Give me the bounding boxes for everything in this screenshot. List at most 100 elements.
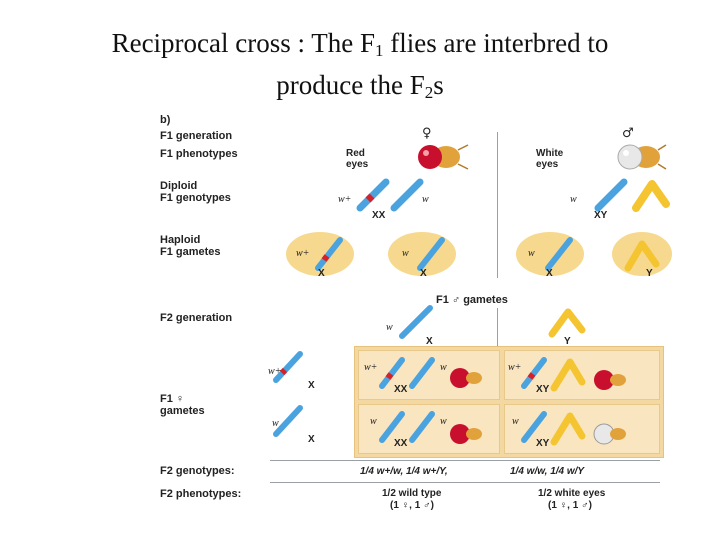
white-eyes-label-2: eyes <box>536 159 559 170</box>
allele-label: w+ <box>364 362 378 373</box>
row-label-gametes: gametes <box>160 405 205 417</box>
white-eyes-label-1: White <box>536 148 564 159</box>
x-chromosome <box>545 237 573 271</box>
red-eyes-label-2: eyes <box>346 159 369 170</box>
title-text: flies are interbred to <box>383 28 609 58</box>
horizontal-divider <box>270 460 660 461</box>
red-eye-icon <box>450 368 470 388</box>
genotype-label: XX <box>372 210 386 221</box>
allele-label: w <box>440 362 447 373</box>
chromosome-label: Y <box>564 336 571 347</box>
fly-head-icon <box>466 372 482 384</box>
title-text: Reciprocal cross : The F <box>111 28 376 58</box>
x-chromosome <box>315 237 343 271</box>
punnett-graphics <box>379 357 626 446</box>
y-chromosome <box>550 412 586 446</box>
female-symbol: ♀ <box>422 126 432 141</box>
chromosome-label: Y <box>646 268 653 279</box>
x-chromosome <box>399 305 433 339</box>
allele-label: w <box>272 418 279 429</box>
x-chromosome <box>409 411 435 443</box>
red-eye-fly-icon <box>418 144 469 170</box>
genotype-label: XX <box>394 384 408 395</box>
x-chromosome <box>521 357 547 389</box>
chromosome-label: X <box>546 268 553 279</box>
male-symbol: ♂ <box>622 126 634 141</box>
slide-title: Reciprocal cross : The F1 flies are inte… <box>0 26 720 110</box>
y-chromosome <box>548 308 586 338</box>
vertical-divider-top <box>497 132 498 278</box>
red-marker <box>279 367 288 376</box>
chromosome-label: X <box>308 380 315 391</box>
title-subscript: 1 <box>375 41 384 60</box>
f2-phenotype-right-1: 1/2 white eyes <box>538 488 606 499</box>
allele-label: w <box>370 416 377 427</box>
allele-label: w <box>422 194 429 205</box>
genetics-figure: b) F1 generation F1 phenotypes Diploid F… <box>150 112 672 520</box>
row-label-f1-gametes: F1 gametes <box>160 246 221 258</box>
row-label-f2-generation: F2 generation <box>160 312 233 324</box>
f2-phenotype-left-1: 1/2 wild type <box>382 488 442 499</box>
x-chromosome <box>409 357 435 389</box>
x-chromosome <box>417 237 445 271</box>
x-chromosome <box>521 411 547 443</box>
allele-label: w+ <box>268 366 282 377</box>
fly-head-icon <box>466 428 482 440</box>
row-label-f1-phenotypes: F1 phenotypes <box>160 148 238 160</box>
allele-label: w <box>570 194 577 205</box>
allele-label: w <box>528 248 535 259</box>
genotype-label: XY <box>536 438 550 449</box>
y-chromosome <box>550 358 586 392</box>
row-label-f1-generation: F1 generation <box>160 130 233 142</box>
title-line-1: Reciprocal cross : The F1 flies are inte… <box>0 26 720 68</box>
row-label-haploid: Haploid <box>160 234 201 246</box>
male-gametes-header: F1 ♂ gametes <box>436 294 508 306</box>
allele-label: w <box>402 248 409 259</box>
chromosome-label: X <box>318 268 325 279</box>
allele-label: w+ <box>338 194 352 205</box>
row-label-f2-phenotypes: F2 phenotypes: <box>160 488 242 500</box>
title-line-2: produce the F2s <box>0 68 720 110</box>
f2-phenotype-right-2: (1 ♀, 1 ♂) <box>548 500 592 511</box>
y-chromosome <box>624 240 660 272</box>
row-label-f1-female: F1 ♀ <box>160 393 185 405</box>
f2-genotypes-right: 1/4 w/w, 1/4 w/Y <box>510 466 585 477</box>
x-chromosome <box>379 357 405 389</box>
title-text: produce the F <box>276 70 425 100</box>
f2-genotypes-left: 1/4 w+/w, 1/4 w+/Y, <box>360 466 448 477</box>
diploid-male-chromosomes <box>594 178 670 212</box>
panel-label: b) <box>160 114 171 126</box>
row-label-f1-genotypes: F1 genotypes <box>160 192 231 204</box>
row-label-f2-genotypes: F2 genotypes: <box>160 465 235 477</box>
f2-phenotype-left-2: (1 ♀, 1 ♂) <box>390 500 434 511</box>
horizontal-divider <box>270 482 660 483</box>
x-chromosome <box>379 411 405 443</box>
allele-label: w <box>512 416 519 427</box>
white-eye-fly-icon <box>617 144 667 170</box>
fly-head-icon <box>610 374 626 386</box>
title-subscript: 2 <box>424 83 434 102</box>
red-marker <box>385 372 394 380</box>
genotype-label: XY <box>536 384 550 395</box>
allele-label: w <box>386 322 393 333</box>
x-chromosome <box>273 351 303 383</box>
allele-label: w+ <box>508 362 522 373</box>
red-eyes-label-1: Red <box>346 148 365 159</box>
genotype-label: XY <box>594 210 608 221</box>
allele-label: w+ <box>296 248 310 259</box>
red-marker <box>321 254 330 262</box>
chromosome-label: X <box>426 336 433 347</box>
fly-head-icon <box>610 428 626 440</box>
red-eye-icon <box>594 370 614 390</box>
diploid-female-chromosomes <box>356 178 424 212</box>
x-chromosome <box>273 405 303 437</box>
red-eye-icon <box>450 424 470 444</box>
title-text: s <box>433 70 444 100</box>
chromosome-label: X <box>420 268 427 279</box>
genotype-label: XX <box>394 438 408 449</box>
red-marker <box>527 372 536 380</box>
figure-graphics <box>273 144 672 437</box>
chromosome-label: X <box>308 434 315 445</box>
row-label-diploid: Diploid <box>160 180 198 192</box>
allele-label: w <box>440 416 447 427</box>
